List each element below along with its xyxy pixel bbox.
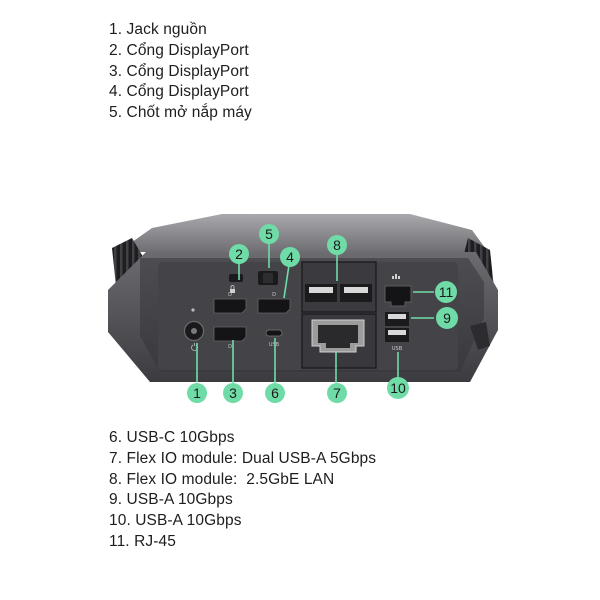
callout-10: 10 [387, 377, 409, 399]
usb-icon: USB [392, 346, 403, 352]
callout-7: 7 [327, 383, 347, 403]
legend-item-usb-a-9: 9. USB-A 10Gbps [109, 491, 233, 509]
svg-text:1: 1 [193, 385, 201, 401]
legend-item-rj45: 11. RJ-45 [109, 532, 176, 550]
callout-9: 9 [436, 307, 458, 329]
usb-a-port-9 [385, 312, 409, 326]
legend-top: 1. Jack nguồn 2. Cổng DisplayPort 3. Cổn… [109, 20, 252, 124]
callout-1: 1 [187, 383, 207, 403]
svg-text:9: 9 [443, 310, 451, 326]
legend-item-displayport-3: 3. Cổng DisplayPort [109, 62, 249, 80]
svg-text:7: 7 [333, 385, 341, 401]
svg-text:11: 11 [439, 284, 454, 300]
lock-slot [229, 274, 243, 282]
svg-text:4: 4 [286, 249, 294, 265]
svg-text:10: 10 [390, 380, 406, 396]
usb-a-port-10: USB [385, 328, 409, 352]
chassis-foot [470, 322, 490, 350]
displayport-2: D [213, 292, 247, 314]
chassis-top [118, 214, 488, 252]
callout-3: 3 [223, 383, 243, 403]
legend-item-usb-c: 6. USB-C 10Gbps [109, 429, 235, 446]
lock-icon [230, 285, 235, 293]
displayport-icon: D [228, 292, 232, 298]
status-led [191, 308, 195, 312]
cover-latch [258, 271, 278, 285]
legend-item-power-jack: 1. Jack nguồn [109, 21, 207, 38]
displayport-4: D [257, 292, 291, 314]
displayport-icon: D [272, 292, 276, 298]
rj45-port [384, 274, 412, 307]
flex-io-dual-usb-a [301, 261, 377, 313]
leader-lines [196, 244, 434, 383]
callout-2: 2 [229, 244, 249, 264]
displayport-icon: D [228, 344, 232, 350]
callout-8: 8 [327, 235, 347, 255]
legend-item-flex-io-usb: 7. Flex IO module: Dual USB-A 5Gbps [109, 449, 377, 467]
legend-item-flex-io-lan: 8. Flex IO module: 2.5GbE LAN [109, 470, 335, 488]
svg-text:3: 3 [229, 385, 237, 401]
legend-item-displayport-2: 2. Cổng DisplayPort [109, 41, 249, 59]
svg-text:6: 6 [271, 385, 279, 401]
legend-item-displayport-4: 4. Cổng DisplayPort [109, 83, 249, 101]
legend-bottom: 6. USB-C 10Gbps 7. Flex IO module: Dual … [109, 428, 376, 553]
callout-6: 6 [265, 383, 285, 403]
svg-text:8: 8 [333, 237, 341, 253]
callout-4: 4 [280, 247, 300, 267]
svg-text:5: 5 [265, 226, 273, 242]
legend-item-cover-latch: 5. Chốt mở nắp máy [109, 104, 252, 122]
flex-io-lan [301, 313, 377, 369]
legend-item-usb-a-10: 10. USB-A 10Gbps [109, 512, 242, 530]
callout-5: 5 [259, 224, 279, 244]
svg-text:2: 2 [235, 246, 243, 262]
displayport-3: D [213, 326, 247, 350]
network-icon [392, 274, 400, 279]
callout-11: 11 [435, 281, 457, 303]
